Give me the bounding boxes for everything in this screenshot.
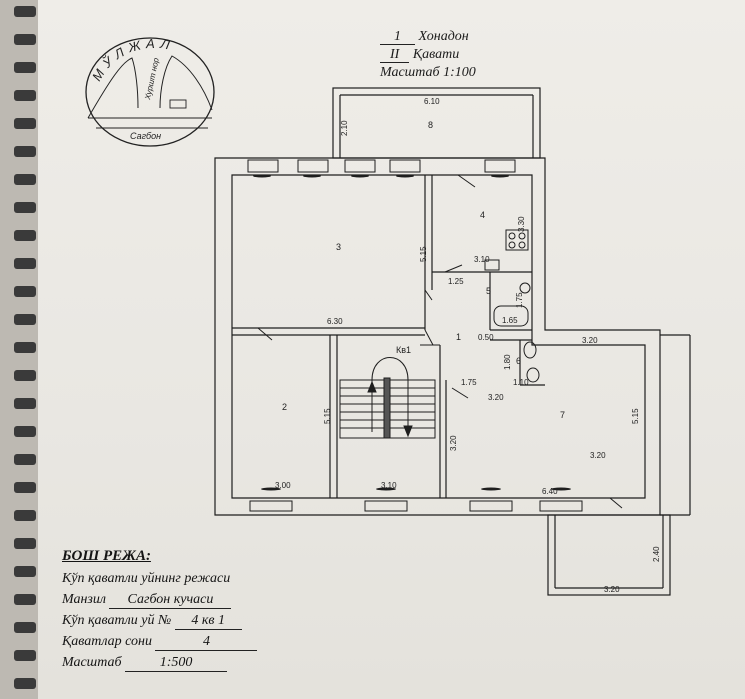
binding-ring <box>14 510 36 521</box>
washbasin-icon-2 <box>523 341 537 359</box>
dim-r6-c: 1.10 <box>513 378 529 387</box>
paper-sheet <box>36 0 745 699</box>
dim-r5-a: 1.25 <box>448 277 464 286</box>
stove-icon <box>505 229 529 251</box>
plan-scale: Масштаб 1:100 <box>380 65 476 80</box>
room-1-label: 1 <box>456 332 461 342</box>
binding-ring <box>14 566 36 577</box>
binding-ring <box>14 34 36 45</box>
street-horizontal-label: Сагбон <box>130 131 161 141</box>
dim-balcony-top-w: 6.10 <box>424 97 440 106</box>
dim-stair-w: 3.10 <box>381 481 397 490</box>
dim-balcony-top-h: 2.10 <box>340 120 349 136</box>
dim-r4-w: 3.10 <box>474 255 490 264</box>
room-8-label: 8 <box>428 120 433 130</box>
binding-ring <box>14 286 36 297</box>
binding-ring <box>14 426 36 437</box>
floors-value: 4 <box>155 634 258 651</box>
room-4-label: 4 <box>480 210 485 220</box>
room-7-label: 7 <box>560 410 565 420</box>
staircase <box>339 357 436 439</box>
binding-ring <box>14 174 36 185</box>
address-label: Манзил <box>62 592 106 607</box>
floors-label: Қаватлар сони <box>62 634 152 649</box>
binding-ring <box>14 230 36 241</box>
bathtub-icon <box>493 305 529 327</box>
room-2-label: 2 <box>282 402 287 412</box>
toilet-icon <box>526 367 540 383</box>
footer-scale-value: 1:500 <box>125 655 228 672</box>
binding-ring <box>14 314 36 325</box>
dim-hall-a: 1.75 <box>461 378 477 387</box>
floor-number: II <box>390 47 400 62</box>
doors <box>257 174 623 509</box>
dim-r7-top: 3.20 <box>582 336 598 345</box>
binding-ring <box>14 118 36 129</box>
footer-scale-label: Масштаб <box>62 655 122 670</box>
floor-word: Қавати <box>412 47 460 62</box>
dim-r7-h: 5.15 <box>631 408 640 424</box>
dim-r2-w: 3.00 <box>275 481 291 490</box>
footer-description: Кўп қаватли уйнинг режаси <box>62 571 231 586</box>
address-value: Сагбон кучаси <box>109 592 232 609</box>
dim-r3-w: 6.30 <box>327 317 343 326</box>
apartment-word: Хонадон <box>418 29 469 44</box>
dim-r7-mid: 3.20 <box>590 451 606 460</box>
binding-ring <box>14 90 36 101</box>
binding-ring <box>14 454 36 465</box>
sink-icon <box>484 259 500 271</box>
washbasin-icon <box>519 282 531 294</box>
dim-r7-w: 6.40 <box>542 487 558 496</box>
binding-ring <box>14 482 36 493</box>
dim-r5-c: 1.65 <box>502 316 518 325</box>
binding-ring <box>14 678 36 689</box>
stair-label: Кв1 <box>396 345 411 355</box>
house-label: Кўп қаватли уй № <box>62 613 172 628</box>
dim-r6-a: 0.50 <box>478 333 494 342</box>
binding-ring <box>14 146 36 157</box>
dim-stair-h: 3.20 <box>449 435 458 451</box>
location-map: МЎЛЖАЛ Хуршт нор Сагбон <box>85 36 215 147</box>
binding-ring <box>14 538 36 549</box>
dim-balcony-bot-w: 3.20 <box>604 585 620 594</box>
house-value: 4 кв 1 <box>174 613 242 630</box>
binding-ring <box>14 594 36 605</box>
dim-r2-h: 5.15 <box>323 408 332 424</box>
plan-header: 1 Хонадон II Қавати Масштаб 1:100 <box>380 28 510 82</box>
binding-ring <box>14 622 36 633</box>
walls <box>214 87 691 596</box>
binding-ring <box>14 650 36 661</box>
windows <box>247 159 583 512</box>
dim-r4-h: 3.30 <box>517 216 526 232</box>
dim-hall-b: 3.20 <box>488 393 504 402</box>
binding-ring <box>14 342 36 353</box>
dim-r3-h: 5.15 <box>419 246 428 262</box>
room-5-label: 5 <box>486 286 491 296</box>
binding-ring <box>14 258 36 269</box>
binding-ring <box>14 202 36 213</box>
binding-ring <box>14 6 36 17</box>
street-vertical-label: Хуршт нор <box>143 56 161 101</box>
dim-balcony-bot-h: 2.40 <box>652 546 661 562</box>
binding-ring <box>14 370 36 381</box>
apartment-number: 1 <box>394 29 401 44</box>
spiral-binding <box>0 0 38 699</box>
fixtures <box>484 229 540 383</box>
dim-r6-b: 1.80 <box>503 354 512 370</box>
binding-ring <box>14 398 36 409</box>
room-6-label: 6 <box>516 356 521 366</box>
footer-title: БОШ РЕЖА: <box>62 548 151 564</box>
binding-ring <box>14 62 36 73</box>
dim-r5-b: 1.75 <box>515 292 524 308</box>
room-3-label: 3 <box>336 242 341 252</box>
